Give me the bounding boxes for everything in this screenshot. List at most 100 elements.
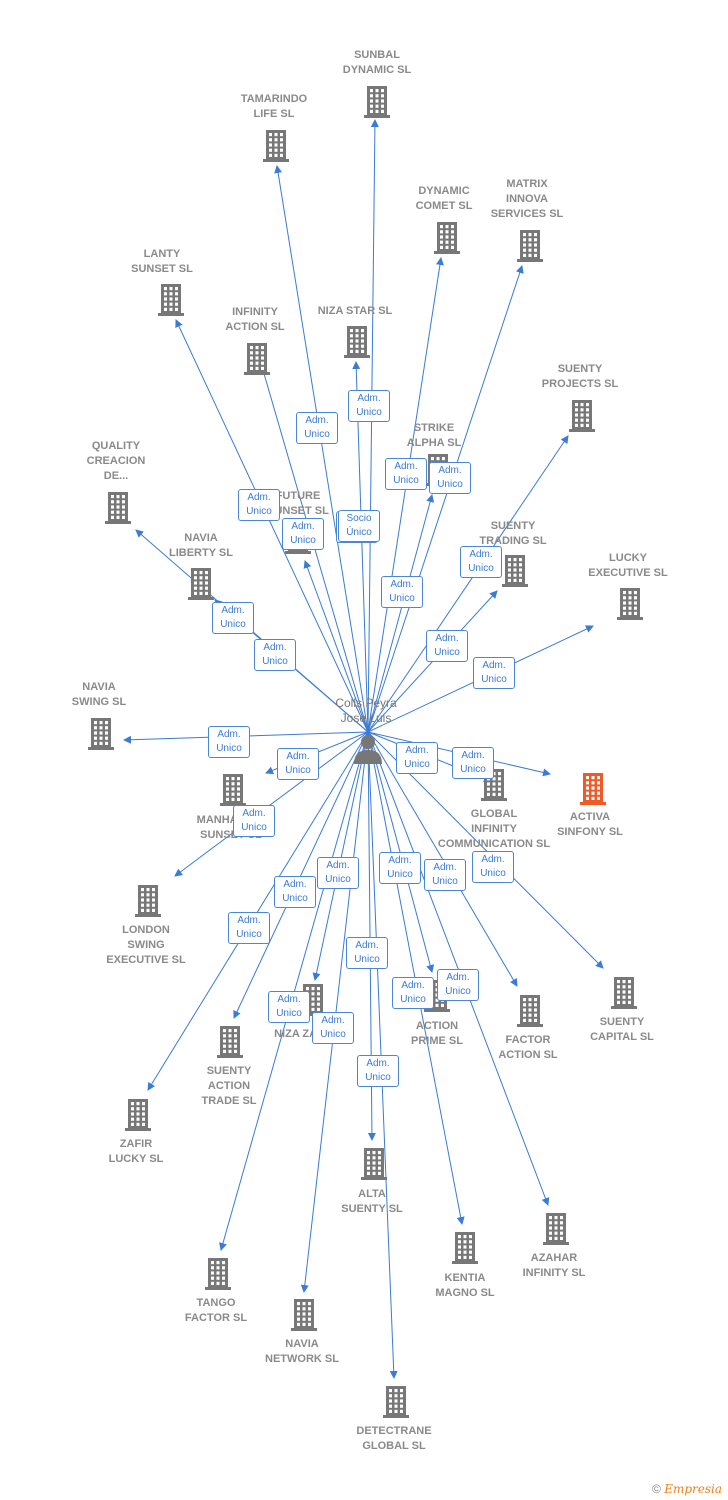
relation-badge-nizazafir: Adm. Unico (268, 991, 310, 1023)
company-label-suentycap[interactable]: SUENTY CAPITAL SL (590, 1016, 654, 1043)
relation-badge-zafir: Adm. Unico (228, 912, 270, 944)
building-icon-activa[interactable] (580, 773, 606, 805)
company-label-alta[interactable]: ALTA SUENTY SL (341, 1188, 403, 1215)
empresia-logo: Empresia (664, 1482, 722, 1496)
copyright-mark: © (652, 1482, 661, 1496)
company-label-zafir[interactable]: ZAFIR LUCKY SL (108, 1138, 164, 1165)
footer-brand: © Empresia (652, 1482, 722, 1496)
edge-sunbal (367, 119, 379, 733)
building-icon-dynamic[interactable] (434, 222, 460, 254)
company-label-london[interactable]: LONDON SWING EXECUTIVE SL (106, 924, 186, 966)
center-person-label[interactable]: Colls Peyra Jose Luis (335, 696, 397, 725)
relation-badge-matrix: Adm. Unico (429, 462, 471, 494)
company-label-nizastar[interactable]: NIZA STAR SL (317, 305, 393, 317)
edge-nizastar (352, 361, 369, 733)
relation-badge-nizastar: Socio Único (338, 510, 380, 542)
relation-badge-suentyproj: Adm. Unico (460, 546, 502, 578)
building-icon-zafir[interactable] (125, 1099, 151, 1131)
edge-nizazafir (312, 731, 369, 981)
building-icon-sunbal[interactable] (364, 86, 390, 118)
edge-zafir (147, 731, 369, 1091)
edge-tamarindo (274, 165, 369, 733)
building-icon-nizastar[interactable] (344, 326, 370, 358)
company-label-lucky[interactable]: LUCKY EXECUTIVE SL (588, 552, 668, 579)
relation-badge-suentycap: Adm. Unico (472, 851, 514, 883)
relation-badge-tamarindo: Adm. Unico (296, 412, 338, 444)
relation-badge-naviaLib: Adm. Unico (254, 639, 296, 671)
relation-badge-global: Adm. Unico (396, 742, 438, 774)
relation-badge-naviaSwing: Adm. Unico (208, 726, 250, 758)
relation-badge-lanty: Adm. Unico (238, 489, 280, 521)
building-icon-lanty[interactable] (158, 284, 184, 316)
relation-badge-activa: Adm. Unico (452, 747, 494, 779)
edge-matrix (367, 265, 524, 733)
building-icon-tango[interactable] (205, 1258, 231, 1290)
company-label-detectrane[interactable]: DETECTRANE GLOBAL SL (356, 1425, 432, 1452)
edge-suentyproj (367, 435, 569, 733)
building-icon-manhattan[interactable] (220, 774, 246, 806)
company-label-naviaSwing[interactable]: NAVIA SWING SL (71, 681, 127, 708)
relation-badge-future: Adm. Unico (282, 518, 324, 550)
company-label-factor[interactable]: FACTOR ACTION SL (498, 1034, 558, 1061)
company-label-actionprime[interactable]: ACTION PRIME SL (411, 1020, 463, 1047)
relation-badge-strike: Adm. Unico (381, 576, 423, 608)
relation-badge-factor: Adm. Unico (424, 859, 466, 891)
relation-badge-sunbal: Adm. Unico (348, 390, 390, 422)
building-icon-detectrane[interactable] (383, 1386, 409, 1418)
relation-badge-suentytrad: Adm. Unico (426, 630, 468, 662)
building-icon-naviaNet[interactable] (291, 1299, 317, 1331)
edge-future (303, 560, 369, 733)
company-label-kentia[interactable]: KENTIA MAGNO SL (435, 1272, 495, 1299)
building-icon-azahar[interactable] (543, 1213, 569, 1245)
building-icon-quality[interactable] (105, 492, 131, 524)
company-label-matrix[interactable]: MATRIX INNOVA SERVICES SL (490, 178, 564, 220)
person-icon (354, 735, 382, 764)
relation-badge-quality: Adm. Unico (212, 602, 254, 634)
building-icon-suentyact[interactable] (217, 1026, 243, 1058)
company-label-quality[interactable]: QUALITY CREACION DE... (86, 440, 146, 482)
building-icon-kentia[interactable] (452, 1232, 478, 1264)
edge-azahar (367, 731, 550, 1206)
company-label-lanty[interactable]: LANTY SUNSET SL (131, 248, 193, 275)
building-icon-lucky[interactable] (617, 588, 643, 620)
company-label-tango[interactable]: TANGO FACTOR SL (184, 1297, 248, 1324)
relation-badge-azahar: Adm. Unico (437, 969, 479, 1001)
building-icon-matrix[interactable] (517, 230, 543, 262)
company-label-sunbal[interactable]: SUNBAL DYNAMIC SL (342, 49, 412, 76)
relation-badge-naviaNet: Adm. Unico (312, 1012, 354, 1044)
company-label-dynamic[interactable]: DYNAMIC COMET SL (415, 185, 473, 212)
relation-badge-kentia: Adm. Unico (379, 852, 421, 884)
company-label-infinity[interactable]: INFINITY ACTION SL (225, 306, 285, 333)
company-label-global[interactable]: GLOBAL INFINITY COMMUNICATION SL (437, 808, 551, 850)
company-label-suentyproj[interactable]: SUENTY PROJECTS SL (541, 363, 619, 390)
building-icon-london[interactable] (135, 885, 161, 917)
relation-badge-actionprime: Adm. Unico (392, 977, 434, 1009)
building-icon-naviaSwing[interactable] (88, 718, 114, 750)
company-label-suentyact[interactable]: SUENTY ACTION TRADE SL (201, 1065, 257, 1107)
company-label-naviaLib[interactable]: NAVIA LIBERTY SL (169, 532, 233, 559)
relation-badge-lucky: Adm. Unico (473, 657, 515, 689)
building-icon-suentytrad[interactable] (502, 555, 528, 587)
building-icon-alta[interactable] (361, 1148, 387, 1180)
building-icon-factor[interactable] (517, 995, 543, 1027)
company-label-strike[interactable]: STRIKE ALPHA SL (406, 422, 462, 449)
company-label-suentytrad[interactable]: SUENTY TRADING SL (479, 520, 547, 547)
building-icon-naviaLib[interactable] (188, 568, 214, 600)
relation-badge-dynamic: Adm. Unico (385, 458, 427, 490)
building-icon-tamarindo[interactable] (263, 130, 289, 162)
relation-badge-tango: Adm. Unico (317, 857, 359, 889)
company-label-naviaNet[interactable]: NAVIA NETWORK SL (265, 1338, 339, 1365)
relation-badge-detectrane: Adm. Unico (346, 937, 388, 969)
company-label-manhattan[interactable]: MANHATTAN SUNSET SL (196, 814, 266, 841)
building-icon-suentyproj[interactable] (569, 400, 595, 432)
building-icon-infinity[interactable] (244, 343, 270, 375)
edge-lanty (175, 319, 369, 733)
company-label-tamarindo[interactable]: TAMARINDO LIFE SL (240, 93, 308, 120)
company-label-activa[interactable]: ACTIVA SINFONY SL (557, 811, 623, 838)
building-icon-suentycap[interactable] (611, 977, 637, 1009)
company-label-azahar[interactable]: AZAHAR INFINITY SL (522, 1252, 586, 1279)
edge-strike (367, 494, 435, 733)
edge-suentyact (233, 731, 369, 1019)
edge-london (174, 731, 369, 877)
relation-badge-suentyact: Adm. Unico (274, 876, 316, 908)
